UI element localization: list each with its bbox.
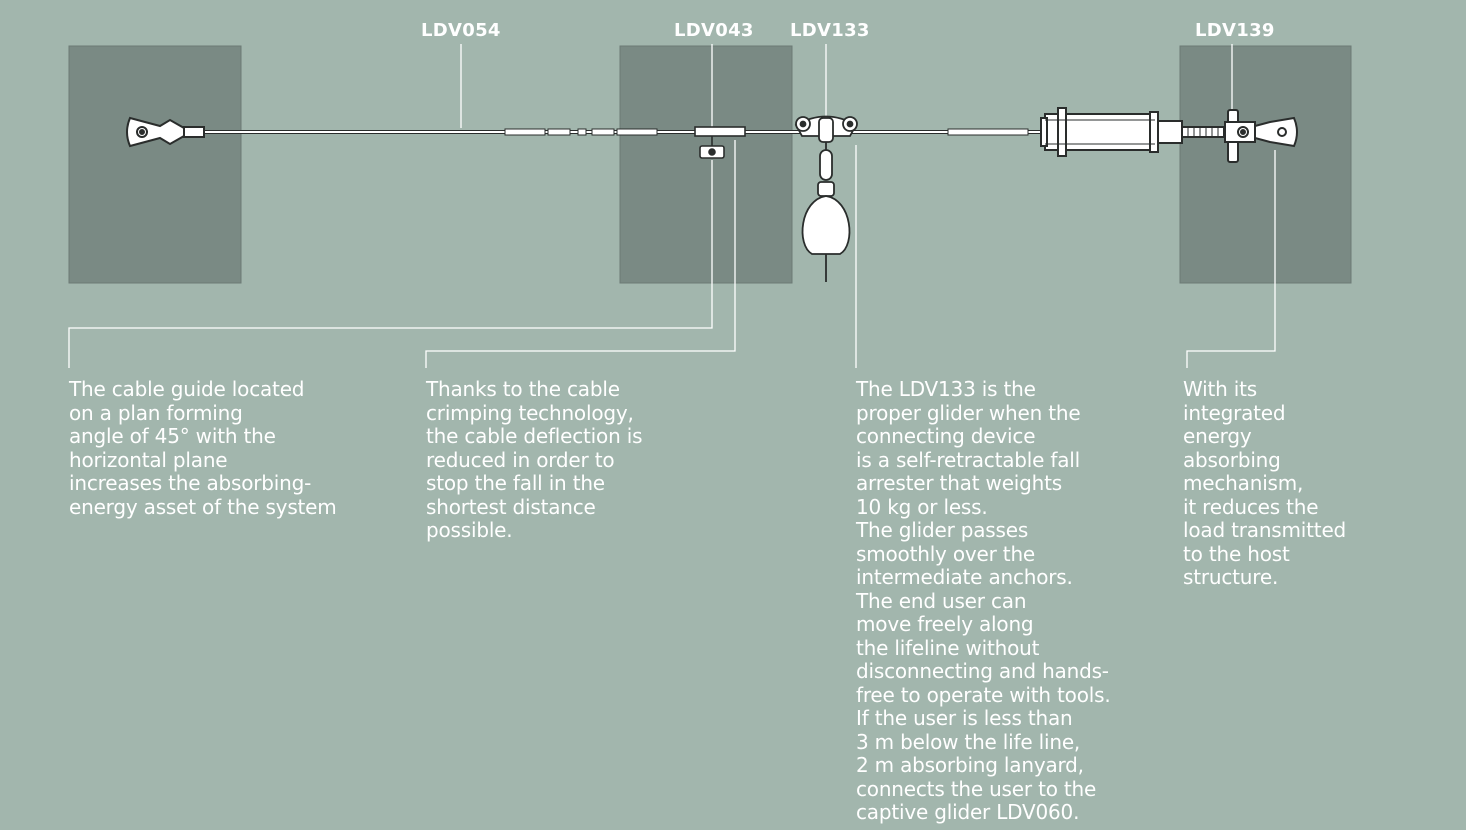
description-crimping: Thanks to the cable crimping technology,…	[426, 377, 643, 542]
description-glider: The LDV133 is the proper glider when the…	[856, 377, 1111, 824]
label-ldv054: LDV054	[421, 20, 501, 41]
post-middle	[619, 45, 793, 284]
description-leaders	[68, 140, 1276, 368]
label-ldv133: LDV133	[790, 20, 870, 41]
post-left	[68, 45, 242, 284]
description-absorber: With its integrated energy absorbing mec…	[1183, 377, 1347, 589]
label-leaders	[460, 44, 1233, 128]
intermediate-anchor-icon	[694, 126, 746, 159]
energy-absorber-icon	[1040, 107, 1298, 163]
glider-icon	[794, 115, 858, 282]
cable	[185, 128, 1045, 136]
post-right	[1179, 45, 1352, 284]
anchor-left-icon	[126, 116, 205, 148]
label-ldv139: LDV139	[1195, 20, 1275, 41]
label-ldv043: LDV043	[674, 20, 754, 41]
description-cable-guide: The cable guide located on a plan formin…	[69, 377, 337, 519]
